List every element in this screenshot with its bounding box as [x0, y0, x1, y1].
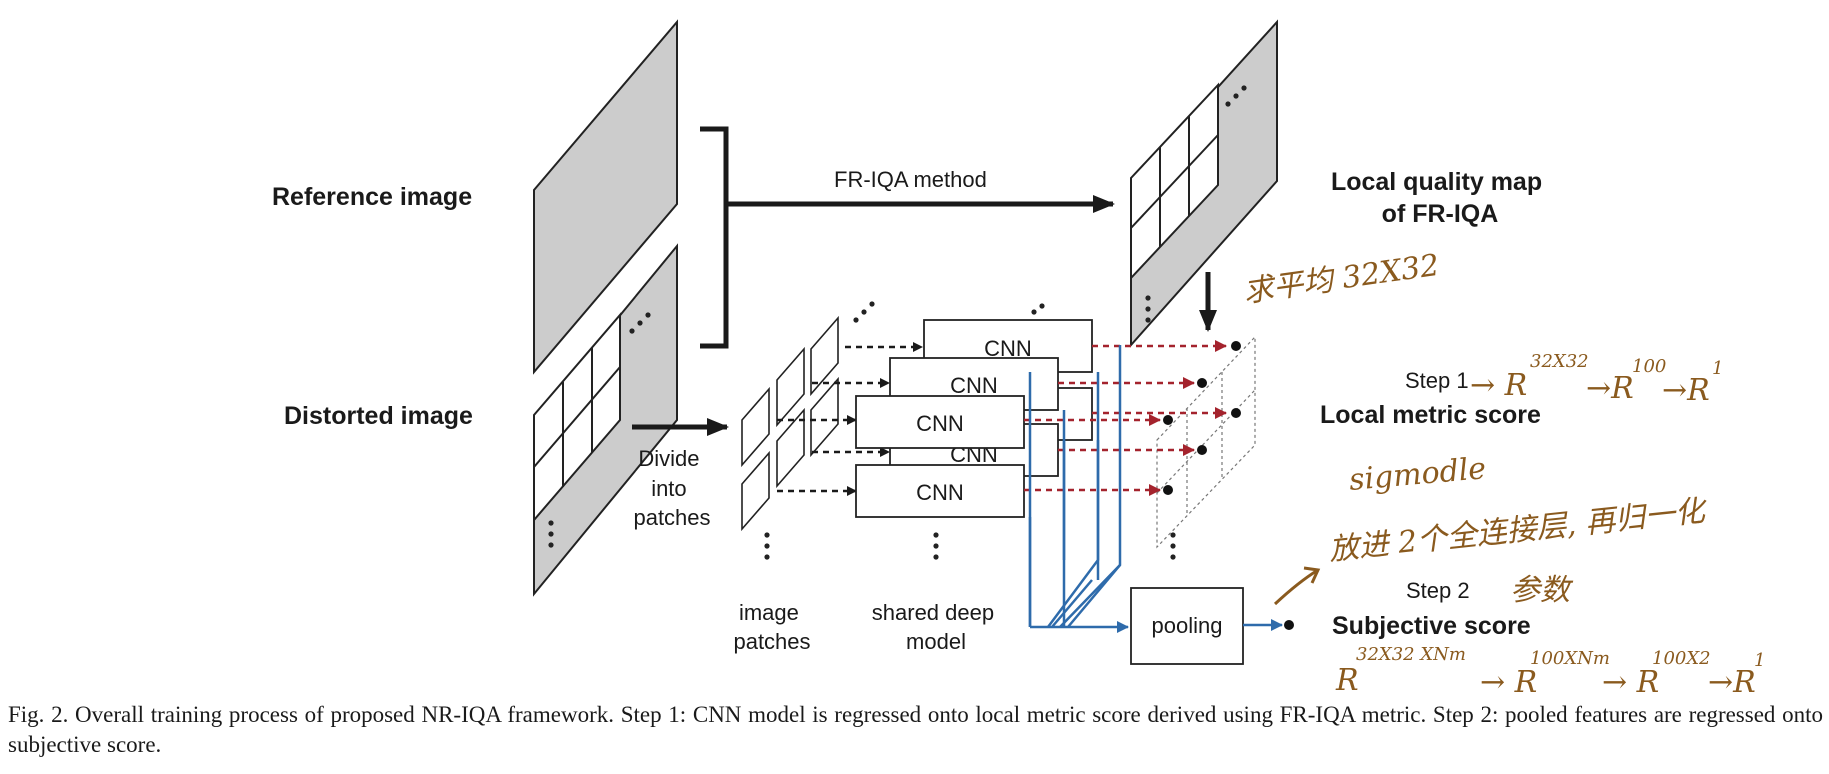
svg-text:CNN: CNN — [984, 336, 1032, 361]
local-quality-map — [1130, 19, 1278, 348]
subjective-score-label: Subjective score — [1332, 612, 1531, 640]
handwritten-sigmoid: sigmodle — [1348, 451, 1488, 498]
svg-text:→R: →R — [1586, 371, 1634, 406]
svg-text:pooling: pooling — [1152, 613, 1223, 638]
svg-text:R: R — [1335, 663, 1359, 698]
svg-text:→R: →R — [1662, 373, 1710, 408]
bracket — [700, 126, 729, 349]
feature-lines — [1028, 345, 1122, 628]
ellipsis-icon — [548, 312, 651, 548]
ellipsis-icon — [764, 301, 1176, 560]
svg-text:CNN: CNN — [950, 373, 998, 398]
cnn-block: CNN — [855, 395, 1025, 449]
shared-model-label: shared deep model — [872, 600, 1000, 654]
subjective-score-dot — [1284, 620, 1294, 630]
framework-diagram: Reference image Distorted image FR-IQA m… — [272, 19, 1765, 700]
image-patches-label: image patches — [733, 600, 810, 654]
cnn-block: CNN — [855, 464, 1025, 518]
handwritten-arrow — [1273, 566, 1321, 606]
step2-label: Step 2 — [1406, 578, 1470, 603]
svg-text:32X32: 32X32 — [1530, 351, 1589, 372]
local-score-grid — [1156, 335, 1256, 549]
distorted-image — [533, 243, 678, 597]
score-dots — [1163, 341, 1241, 495]
svg-text:CNN: CNN — [916, 411, 964, 436]
handwritten-step1-chain: → R 32X32 →R 100 →R 1 — [1470, 351, 1723, 408]
svg-text:100XNm: 100XNm — [1530, 648, 1610, 669]
local-metric-score-label: Local metric score — [1320, 401, 1541, 429]
handwritten-note-top: 求平均 32X32 — [1241, 248, 1441, 310]
svg-text:→ R: → R — [1480, 665, 1537, 700]
svg-text:CNN: CNN — [916, 480, 964, 505]
local-score-arrows — [1024, 340, 1227, 496]
divide-label: Divide into patches — [633, 446, 710, 530]
step1-label: Step 1 — [1405, 368, 1469, 393]
local-quality-map-label: Local quality map of FR-IQA — [1331, 168, 1549, 228]
svg-text:32X32 XNm: 32X32 XNm — [1356, 644, 1466, 665]
figure-caption: Fig. 2. Overall training process of prop… — [8, 702, 1823, 757]
ellipsis-icon — [1145, 85, 1247, 323]
svg-text:→ R: → R — [1602, 665, 1659, 700]
handwritten-fc-note: 放进 2个全连接层, 再归一化 — [1327, 493, 1710, 568]
pooling-block: pooling — [1130, 587, 1244, 665]
svg-text:→ R: → R — [1470, 368, 1527, 403]
svg-text:1: 1 — [1712, 358, 1723, 379]
image-patches — [741, 315, 839, 532]
handwritten-param-note: 参数 — [1510, 573, 1574, 608]
reference-image-label: Reference image — [272, 183, 472, 211]
handwritten-bottom-chain: R 32X32 XNm → R 100XNm → R 100X2 →R 1 — [1335, 644, 1765, 700]
svg-text:1: 1 — [1754, 650, 1765, 671]
input-arrows — [777, 342, 923, 496]
distorted-image-label: Distorted image — [284, 402, 473, 430]
svg-text:→R: →R — [1708, 665, 1756, 700]
svg-text:100: 100 — [1632, 356, 1666, 377]
svg-text:100X2: 100X2 — [1652, 648, 1711, 669]
reference-image — [533, 19, 678, 375]
fr-iqa-method-label: FR-IQA method — [834, 167, 987, 192]
